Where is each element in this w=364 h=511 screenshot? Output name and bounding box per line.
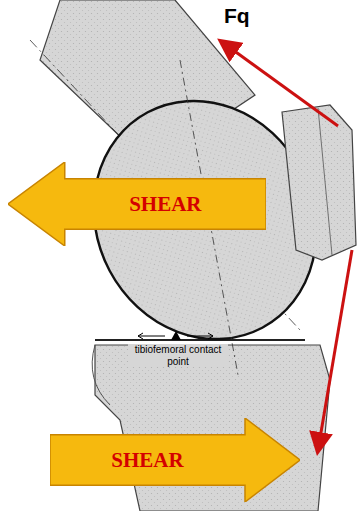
right-tick-arrow [187,333,213,339]
shear-arrow: SHEAR [50,418,300,502]
shear-label: SHEAR [129,192,201,217]
shear-label: SHEAR [111,448,183,473]
quadriceps-force-arrow [222,42,338,126]
patella [282,105,356,260]
left-tick-arrow [138,333,165,339]
patellar-tendon-arrow [318,250,352,450]
tibia [95,345,330,511]
force-label: Fq [224,4,250,28]
tibia-edge [92,345,110,405]
tibial-plateau [95,339,305,341]
shear-arrow: SHEAR [8,162,266,246]
contact-point-triangle [171,331,181,340]
patella-line [318,108,332,255]
contact-point-label: tibiofemoral contact point [128,344,228,367]
